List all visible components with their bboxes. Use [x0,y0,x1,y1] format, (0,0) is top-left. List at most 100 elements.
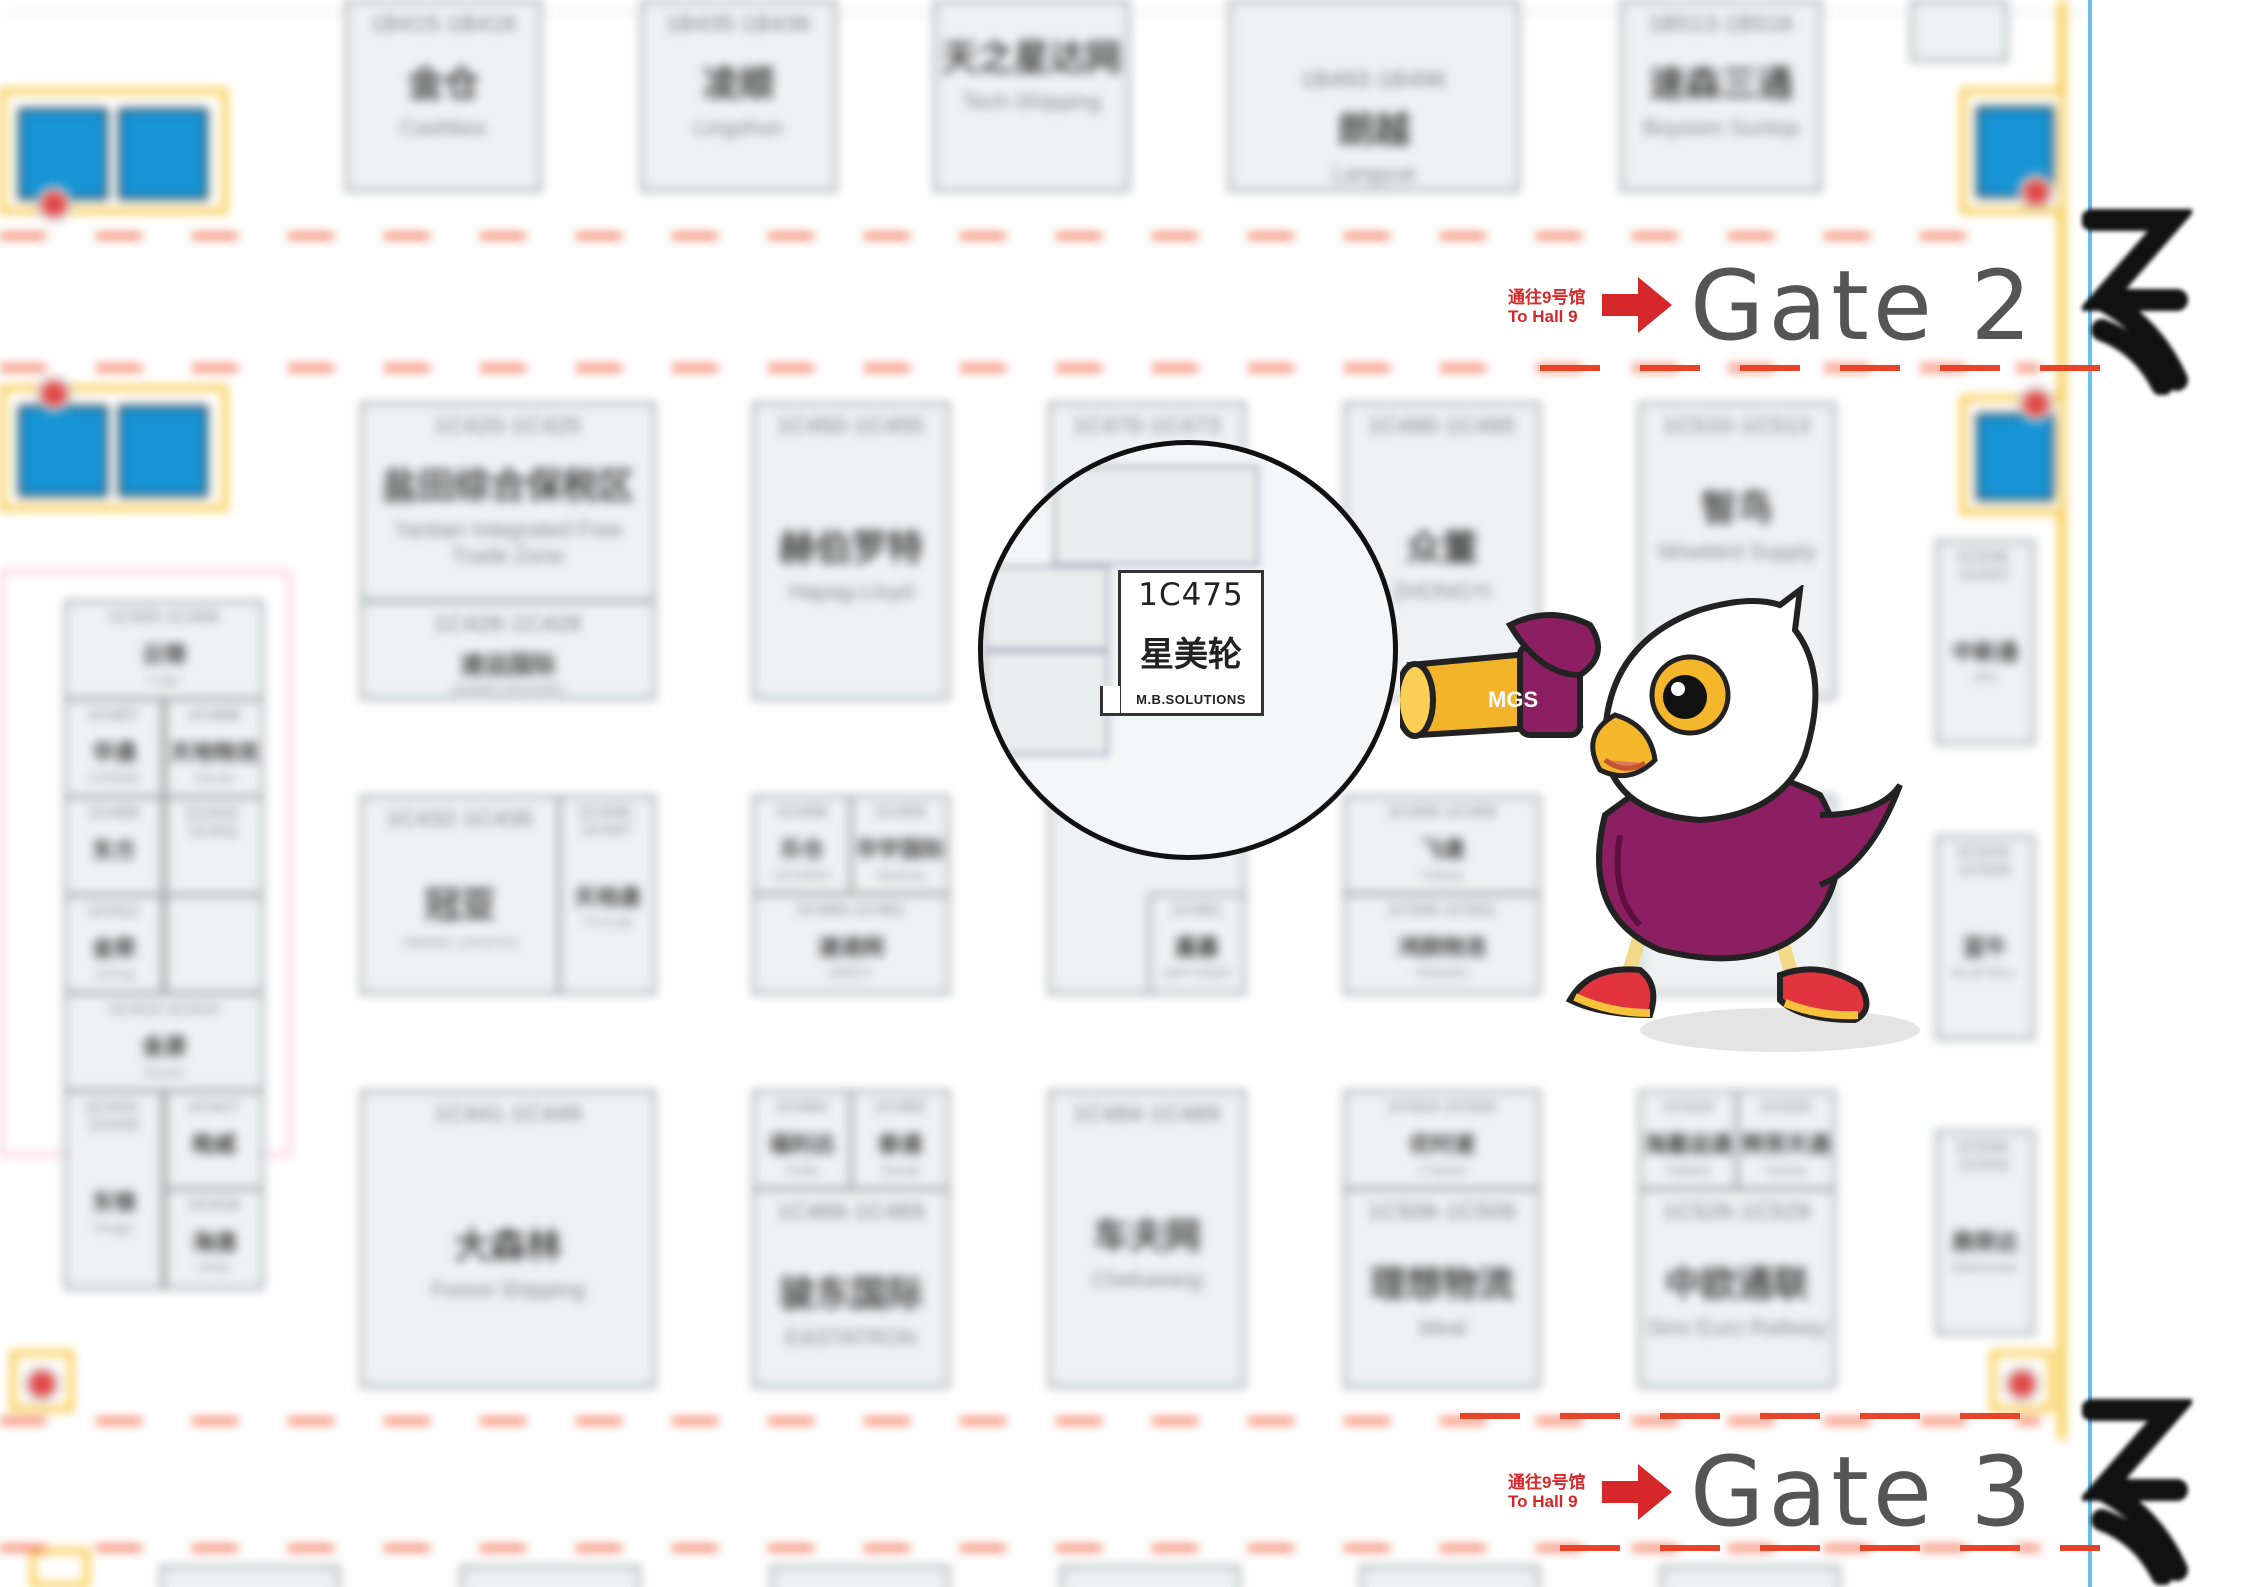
booth[interactable]: 1B513-1B516 速森三通 Boyoom Suntop [1620,0,1822,192]
highlighted-booth[interactable]: 1C475 星美轮 M.B.SOLUTIONS [1118,570,1264,716]
booth-name-en: Jinrong [94,967,134,981]
booth-id: 1C418 [187,1197,241,1214]
booth-name-zh: 优时速 [1408,1132,1475,1157]
booth[interactable]: 1C524 海嘉运通 Haijiada [1638,1090,1738,1190]
booth[interactable]: 1C410-1C411 [164,796,264,896]
booth[interactable] [160,1565,340,1587]
booth[interactable]: 1C533-1C534 蓝牛 BLUE BULL [1935,835,2035,1040]
booth[interactable]: 1C466-1C469 骏东国际 EASTATRON [752,1188,950,1388]
booth[interactable]: 1C441-1C449 大森林 Forest Shipping [360,1090,656,1388]
gate-2-note: 通往9号馆 To Hall 9 [1508,288,1585,326]
booth[interactable]: 1C460-1C461 速递网 DIRECT [752,893,950,995]
booth[interactable]: 1C484-1C489 车夫网 Chefuwang [1048,1090,1246,1388]
booth-name-zh: 天地通 [573,885,640,910]
booth-name-zh: 泰通 [877,1132,922,1157]
booth[interactable]: 1B435-1B436 凌顺 Lingshun [640,0,837,192]
booth-name-zh: 金仓 [407,63,480,104]
booth[interactable] [1360,1565,1540,1587]
booth-name-en: Ideal [1418,1315,1466,1340]
booth[interactable] [1660,1565,1840,1587]
booth-id: 1C484-1C489 [1073,1101,1221,1126]
booth-name-en: SEAWIN HIGHFREE [451,682,565,696]
booth[interactable]: 1C496-1C499 飞通 Feitong [1343,795,1541,895]
booth[interactable]: 1C408 天地物流 TDLOG [164,698,264,798]
booth-name-zh: 朗越 [1337,109,1410,150]
stair-block [0,88,228,214]
booth-id: 1C458 [775,804,829,821]
booth[interactable]: 1C481 嘉嘉 JIAFY-EDEN [1148,893,1246,995]
booth[interactable]: 1C436-1C437 天地通 TT-CLUB [558,795,656,995]
booth[interactable]: 1C526-1C529 中欧通联 Sino Euro Railway [1638,1188,1836,1388]
booth[interactable] [164,894,264,994]
booth[interactable]: 1C405-1C406 云锦 Yunjin [64,600,264,700]
booth[interactable]: 1C412 金荣 Jinrong [64,894,164,994]
booth-id: 1C530-1C531 [1955,1139,2015,1174]
binocular-logo-text: MGS [1488,687,1538,712]
booth-name-en: Zhongt [881,1163,919,1177]
booth[interactable]: 天之星达网 Tech-Shipping [933,0,1130,192]
booth[interactable]: 1B493-1B496 朗越 Langyue [1228,0,1520,192]
booth-name-zh: 冠亚 [423,884,496,925]
booth-name-en: TDLOG [193,771,235,785]
highlighted-booth-name-zh: 星美轮 [1140,636,1242,674]
booth[interactable]: 1C420-1C425 盐田综合保税区 Yantian Integrated F… [360,402,656,602]
aisle-line [0,233,2000,239]
booth[interactable]: 1B415-1B418 金仓 Cashbox [345,0,542,192]
booth[interactable]: 1C465 泰通 Zhongt [850,1090,950,1190]
booth-id: 1C410-1C411 [184,805,244,840]
booth[interactable]: 1C459 华宇国际 Huayong [850,795,950,895]
booth-id: 1C506-1C509 [1368,1199,1516,1224]
booth[interactable]: 1C432-1C435 冠亚 YANGWL LOGISTICS [360,795,560,995]
right-wall [2058,0,2066,1440]
booth[interactable]: 1C413-1C414 金源 Jinyuan [64,992,264,1092]
booth[interactable]: 1C418 海通 HTDE [164,1188,264,1290]
booth-id: 1C481 [1170,902,1224,919]
booth-name-zh: 凌顺 [702,63,775,104]
hall-boundary [2088,0,2092,1587]
booth[interactable]: 1C426-1C428 速运国际 SEAWIN HIGHFREE [360,600,656,700]
booth-name-zh: 骏东国际 [778,1273,923,1314]
booth-id: 1C470-1C473 [1073,413,1221,438]
booth-name-en: Wisebird Supply [1657,539,1817,564]
booth-name-zh: 天之星达网 [941,37,1122,78]
booth[interactable]: 1C450-1C455 赫伯罗特 Hapag-Lloyd [752,402,950,700]
booth-id: 1C533-1C534 [1955,844,2015,879]
booth-name-zh: 金源 [141,1034,186,1059]
booth-id: 1C432-1C435 [386,806,534,831]
booth[interactable]: 1C500-1C501 鸿鹄物流 HONGHU [1343,893,1541,995]
booth[interactable] [1910,0,2008,62]
booth-name-zh: 众董 [1405,527,1478,568]
entrance-logo-icon [2082,1399,2192,1585]
booth[interactable]: 1C407 华通 HTPRIDE [64,698,164,798]
booth[interactable]: 1C464 福利达 Fulida [752,1090,852,1190]
booth-id: 1C526-1C529 [1663,1199,1811,1224]
booth-name-zh: 金荣 [91,936,136,961]
booth[interactable]: 1C417 皓威 [164,1090,264,1190]
booth-name-zh: 蓝牛 [1962,935,2007,960]
booth-name-en: JIAFY-EDEN [1162,966,1232,980]
booth-id: 1C407 [87,707,141,724]
booth[interactable]: 1C409 东方 [64,796,164,896]
booth[interactable]: 1C536-1C537 中新通 ZPH [1935,540,2035,745]
booth[interactable] [770,1565,950,1587]
location-pin-icon [2006,1368,2038,1400]
booth-name-zh: 鼎荣达 [1951,1230,2018,1255]
booth[interactable]: 1C506-1C509 理想物流 Ideal [1343,1188,1541,1388]
booth[interactable] [1060,1565,1240,1587]
booth[interactable]: 1C504-1C505 优时速 U-Speed [1343,1090,1541,1190]
booth[interactable]: 1C415-1C416 东锦 Dongjin [64,1090,164,1290]
booth-name-en: Sino Euro Railway [1647,1315,1827,1340]
booth[interactable]: 1C530-1C531 鼎荣达 DINGRONG [1935,1130,2035,1335]
booth-name-zh: 速递网 [817,935,884,960]
stair-block [0,385,228,511]
booth[interactable] [460,1565,640,1587]
booth[interactable]: 1C458 乐仓 LECANGS [752,795,852,895]
booth-name-zh: 中欧通联 [1664,1263,1809,1304]
gate-3-label[interactable]: Gate 3 [1690,1436,2036,1548]
gate-2-label[interactable]: Gate 2 [1690,250,2036,362]
gate-aisle-line [1540,365,2100,371]
gate-aisle-line [1560,1545,2100,1551]
booth-name-zh: 东锦 [91,1190,136,1215]
booth[interactable]: 1C525 辉贸天通 Huimao [1736,1090,1836,1190]
